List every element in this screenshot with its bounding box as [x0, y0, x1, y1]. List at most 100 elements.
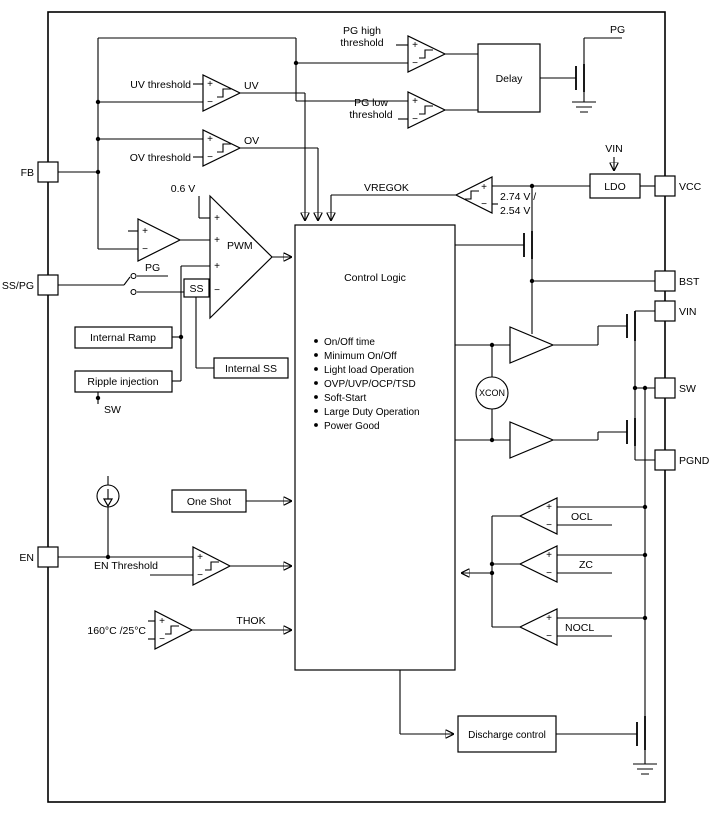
- pwm-comparator: [209, 194, 273, 320]
- vregok-label: VREGOK: [364, 182, 409, 194]
- bst-charge-fet: [523, 231, 533, 259]
- nocl-label: NOCL: [565, 622, 594, 634]
- en-comparator: [192, 546, 232, 586]
- delay-block: [477, 43, 541, 113]
- vregok-minus: −: [481, 199, 487, 210]
- pin-label-sspg: SS/PG: [2, 280, 34, 292]
- pg-high-minus: −: [412, 58, 418, 69]
- error-amp-plus: +: [142, 226, 148, 237]
- pin-label-fb: FB: [21, 167, 34, 179]
- uv-comp-plus: +: [207, 79, 213, 90]
- pwm-in3-plus: +: [214, 261, 220, 272]
- pins: [37, 161, 676, 568]
- pin-label-vin: VIN: [679, 306, 697, 318]
- comparator-input-marks: + − + − + − + − + − + − + + + − + − + − …: [142, 40, 552, 645]
- pin-sw: [654, 377, 676, 399]
- thermal-comparator: [154, 610, 194, 650]
- control-logic-block: [294, 224, 456, 671]
- ocl-plus: +: [546, 502, 552, 513]
- ss-node-label: SS: [189, 283, 203, 295]
- feature-item: Minimum On/Off: [324, 351, 397, 362]
- ss-pg-mode-switch: [130, 272, 137, 296]
- ov-comp-plus: +: [207, 134, 213, 145]
- pin-label-sw: SW: [679, 383, 696, 395]
- ov-threshold-label: OV threshold: [130, 152, 191, 164]
- low-side-fet: [626, 418, 636, 446]
- discharge-fet: [636, 716, 646, 750]
- pg-high-threshold-line1: PG high: [343, 25, 381, 37]
- sw-sense-label: SW: [104, 404, 121, 416]
- control-logic-title: Control Logic: [344, 272, 406, 284]
- pg-high-comparator: [407, 35, 447, 73]
- ocl-minus: −: [546, 520, 552, 531]
- ov-comparator: [202, 129, 242, 167]
- control-logic-feature-list: On/Off time Minimum On/Off Light load Op…: [314, 337, 420, 432]
- pin-en: [37, 546, 59, 568]
- ref-voltage-label: 0.6 V: [171, 183, 196, 195]
- vin-top-label: VIN: [605, 143, 623, 155]
- ground-symbol-pg: [571, 101, 597, 113]
- pwm-in4-minus: −: [214, 285, 220, 296]
- discharge-control-label: Discharge control: [468, 730, 546, 741]
- vreg-threshold-line2: 2.54 V: [500, 205, 530, 217]
- pin-ss-pg: [37, 274, 59, 296]
- pg-low-threshold-line1: PG low: [354, 97, 388, 109]
- ss-node-box: [183, 278, 210, 298]
- ocl-label: OCL: [571, 511, 593, 523]
- vregok-plus: +: [481, 182, 487, 193]
- pin-label-vcc: VCC: [679, 181, 702, 193]
- feature-item: Light load Operation: [324, 365, 414, 376]
- uv-signal-label: UV: [244, 80, 259, 92]
- pwm-in1-plus: +: [214, 213, 220, 224]
- pg-high-plus: +: [412, 40, 418, 51]
- delay-label: Delay: [496, 73, 524, 85]
- zc-minus: −: [546, 568, 552, 579]
- high-side-fet: [626, 311, 636, 341]
- one-shot-label: One Shot: [187, 496, 231, 508]
- ripple-injection-label: Ripple injection: [87, 376, 158, 388]
- ov-signal-label: OV: [244, 135, 259, 147]
- en-comp-plus: +: [197, 552, 203, 563]
- high-side-driver: [509, 326, 555, 364]
- xcon-label: XCON: [479, 388, 505, 398]
- error-amp-minus: −: [142, 244, 148, 255]
- zc-comparator: [518, 545, 558, 583]
- ocl-comparator: [518, 497, 558, 535]
- ldo-label: LDO: [604, 181, 626, 193]
- internal-ss-block: [213, 357, 289, 379]
- feature-item: Soft-Start: [324, 393, 366, 404]
- internal-ss-label: Internal SS: [225, 363, 277, 375]
- pwm-in2-plus: +: [214, 235, 220, 246]
- pg-low-threshold-line2: threshold: [349, 109, 392, 121]
- ldo-block: [589, 173, 641, 199]
- nocl-plus: +: [546, 613, 552, 624]
- junction-dots: [95, 60, 648, 621]
- pg-switch-label: PG: [145, 262, 160, 274]
- internal-ramp-label: Internal Ramp: [90, 332, 156, 344]
- temp-threshold-label: 160°C /25°C: [87, 625, 146, 637]
- wires: [58, 37, 655, 764]
- pg-low-plus: +: [412, 96, 418, 107]
- xcon-circle: [475, 376, 509, 410]
- pin-fb: [37, 161, 59, 183]
- one-shot-block: [171, 489, 247, 513]
- feature-item: On/Off time: [324, 337, 375, 348]
- zc-label: ZC: [579, 559, 593, 571]
- uv-threshold-label: UV threshold: [130, 79, 191, 91]
- en-threshold-label: EN Threshold: [94, 560, 158, 572]
- nocl-minus: −: [546, 631, 552, 642]
- pg-high-threshold-line2: threshold: [340, 37, 383, 49]
- pin-vcc: [654, 175, 676, 197]
- vregok-comparator: [454, 176, 493, 214]
- pg-output-label: PG: [610, 24, 625, 36]
- pin-label-bst: BST: [679, 276, 700, 288]
- feature-item: Power Good: [324, 421, 380, 432]
- pin-vin: [654, 300, 676, 322]
- feature-item: Large Duty Operation: [324, 407, 420, 418]
- en-comp-minus: −: [197, 570, 203, 581]
- ov-comp-minus: −: [207, 152, 213, 163]
- uv-comparator: [202, 74, 242, 112]
- internal-ramp-block: [74, 326, 173, 349]
- thermal-plus: +: [159, 616, 165, 627]
